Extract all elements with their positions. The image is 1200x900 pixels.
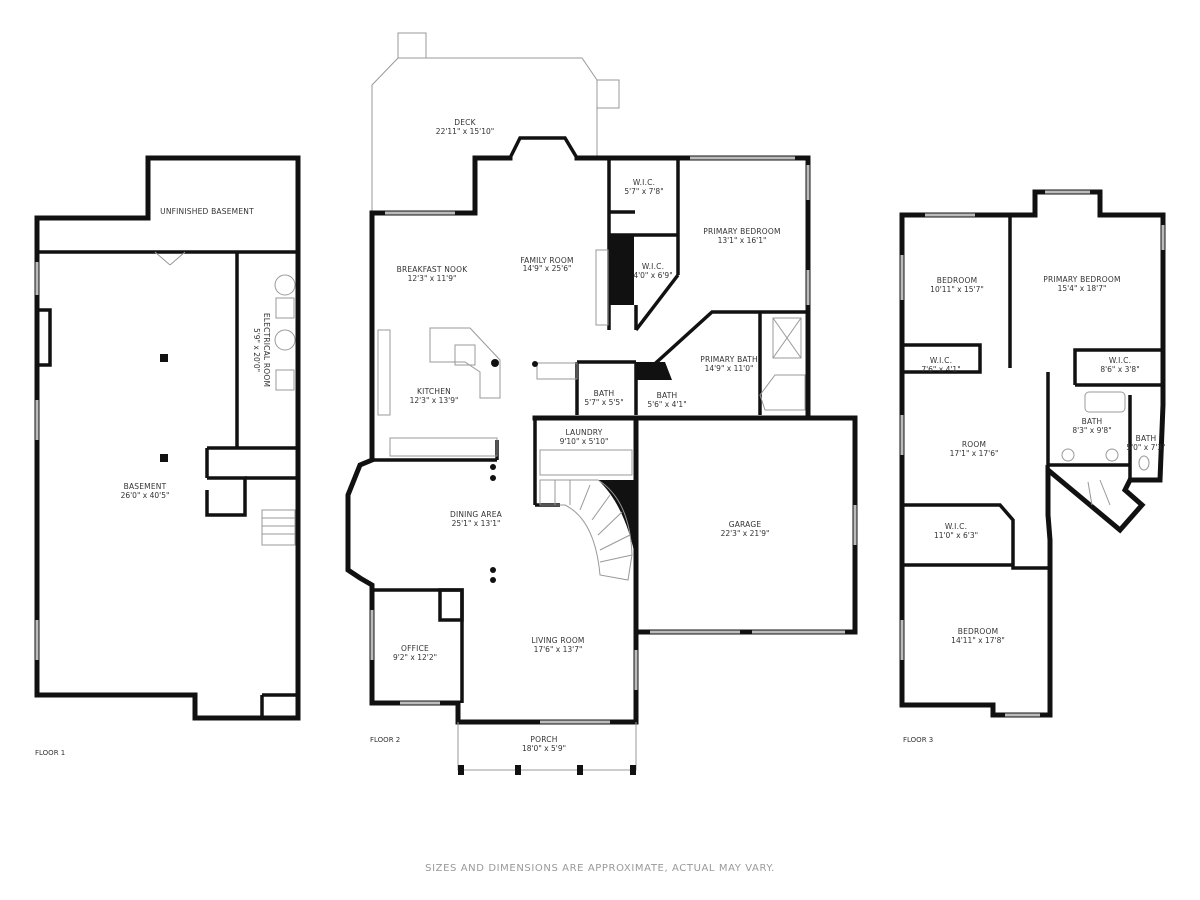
room-label: BATH [594, 389, 615, 398]
room-dimensions: 14'11" x 17'8" [951, 636, 1005, 645]
room-dimensions: 9'10" x 5'10" [560, 437, 609, 446]
room-dimensions: 14'9" x 25'6" [523, 264, 572, 273]
room-dimensions: 4'0" x 6'9" [633, 271, 672, 280]
room-label: BATH [1082, 417, 1103, 426]
room-label: ELECTRICAL ROOM [262, 313, 271, 387]
room-label: W.I.C. [633, 178, 655, 187]
room-label: W.I.C. [642, 262, 664, 271]
room-dimensions: 9'2" x 12'2" [393, 653, 437, 662]
room-label: DINING AREA [450, 510, 503, 519]
room-dimensions: 13'1" x 16'1" [718, 236, 767, 245]
disclaimer: SIZES AND DIMENSIONS ARE APPROXIMATE, AC… [425, 863, 775, 874]
room-dimensions: 14'9" x 11'0" [705, 364, 754, 373]
floor-3-plan: BEDROOM 10'11" x 15'7" PRIMARY BEDROOM 1… [899, 189, 1166, 744]
room-label: BASEMENT [124, 482, 167, 491]
floor-2-plan: DECK 22'11" x 15'10" BREAKFAST NOOK 12'3… [345, 32, 858, 775]
room-label: PRIMARY BATH [700, 355, 758, 364]
room-label: KITCHEN [417, 387, 451, 396]
room-label: DECK [454, 118, 476, 127]
room-label: W.I.C. [1109, 356, 1131, 365]
room-dimensions: 7'6" x 4'1" [921, 365, 960, 374]
floor-label: FLOOR 3 [903, 736, 933, 744]
floor-label: FLOOR 1 [35, 749, 65, 757]
room-dimensions: 22'11" x 15'10" [436, 127, 494, 136]
room-label: BEDROOM [937, 276, 978, 285]
room-dimensions: 11'0" x 6'3" [934, 531, 978, 540]
room-dimensions: 8'3" x 9'8" [1072, 426, 1111, 435]
room-dimensions: 22'3" x 21'9" [721, 529, 770, 538]
room-dimensions: 12'3" x 13'9" [410, 396, 459, 405]
room-dimensions: 12'3" x 11'9" [408, 274, 457, 283]
room-dimensions: 15'4" x 18'7" [1058, 284, 1107, 293]
room-dimensions: 5'7" x 7'8" [624, 187, 663, 196]
room-label: PRIMARY BEDROOM [1043, 275, 1120, 284]
room-label: PORCH [530, 735, 557, 744]
room-dimensions: 5'7" x 5'5" [584, 398, 623, 407]
room-dimensions: 17'6" x 13'7" [534, 645, 583, 654]
room-label: BREAKFAST NOOK [397, 265, 469, 274]
room-label: UNFINISHED BASEMENT [160, 207, 254, 216]
room-dimensions: 5'0" x 7'3" [1126, 443, 1165, 452]
room-dimensions: 5'6" x 4'1" [647, 400, 686, 409]
room-label: BATH [657, 391, 678, 400]
room-label: W.I.C. [930, 356, 952, 365]
room-label: BEDROOM [958, 627, 999, 636]
room-dimensions: 5'9" x 20'0" [252, 328, 261, 372]
room-label: ROOM [962, 440, 986, 449]
floor-label: FLOOR 2 [370, 736, 400, 744]
room-label: GARAGE [729, 520, 762, 529]
room-dimensions: 17'1" x 17'6" [950, 449, 999, 458]
room-label: PRIMARY BEDROOM [703, 227, 780, 236]
room-label: BATH [1136, 434, 1157, 443]
room-dimensions: 18'0" x 5'9" [522, 744, 566, 753]
room-label: W.I.C. [945, 522, 967, 531]
room-label: LAUNDRY [565, 428, 602, 437]
room-label: OFFICE [401, 644, 429, 653]
room-dimensions: 8'6" x 3'8" [1100, 365, 1139, 374]
room-dimensions: 25'1" x 13'1" [452, 519, 501, 528]
floor-1-plan: UNFINISHED BASEMENT ELECTRICAL ROOM 5'9"… [34, 155, 301, 757]
room-label: FAMILY ROOM [520, 256, 573, 265]
room-dimensions: 10'11" x 15'7" [930, 285, 984, 294]
room-dimensions: 26'0" x 40'5" [121, 491, 170, 500]
room-label: LIVING ROOM [531, 636, 584, 645]
